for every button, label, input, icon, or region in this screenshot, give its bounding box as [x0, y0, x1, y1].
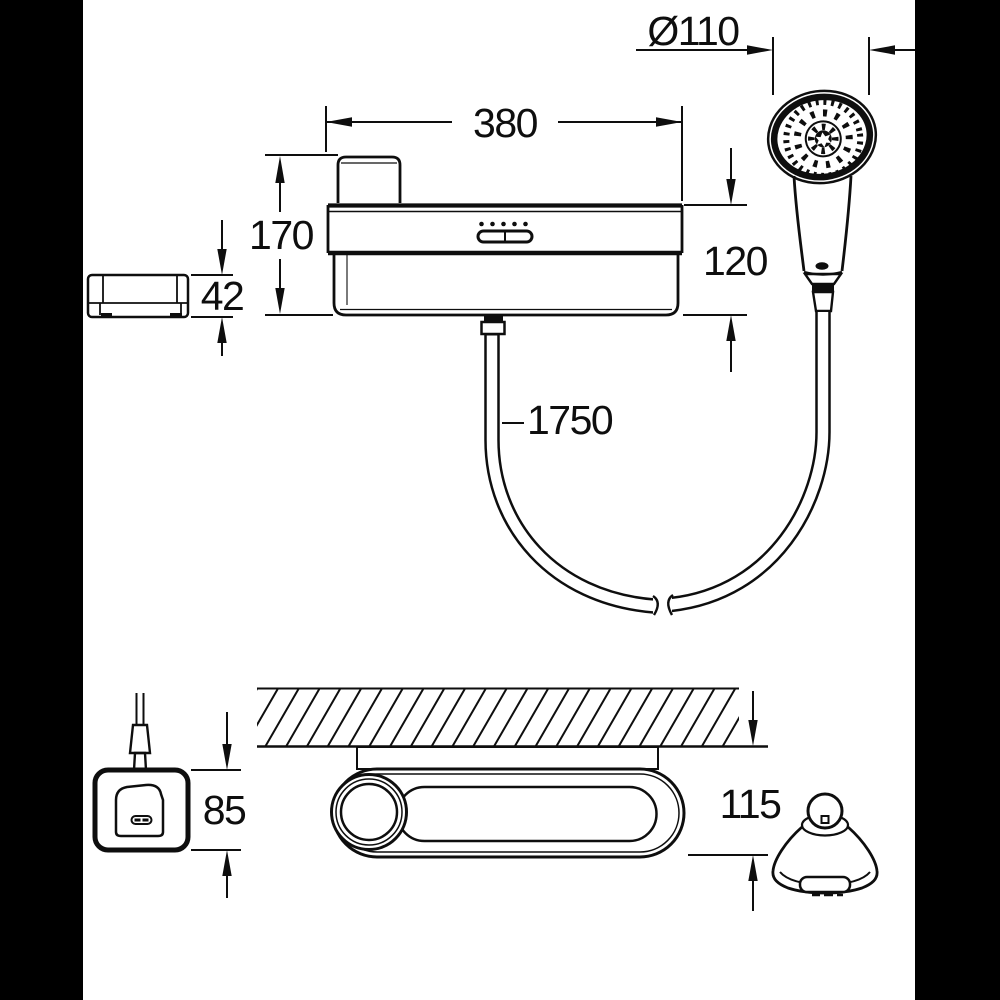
arrowheads — [747, 45, 895, 55]
mode-button — [815, 262, 829, 270]
holder-feet — [101, 313, 182, 318]
head-rim-band — [770, 93, 874, 181]
wall-hatching — [257, 689, 739, 746]
pillarbox-left — [0, 0, 83, 1000]
socket-outline — [114, 783, 165, 838]
hand-shower — [766, 89, 878, 313]
holder-ring — [806, 792, 844, 830]
cable-boot — [128, 723, 152, 755]
mounting-plate — [356, 746, 659, 770]
dim-label-hose-length: 1750 — [527, 397, 614, 443]
pillarbox-right — [915, 0, 1000, 1000]
dimension-42 — [191, 220, 233, 356]
dim-label-head-diameter: Ø110 — [647, 8, 740, 54]
hose-break-gap — [653, 592, 672, 619]
knob-top-outer — [330, 773, 408, 851]
power-supply — [92, 693, 191, 853]
ext-lines — [772, 37, 870, 95]
dimension-115 — [688, 691, 768, 911]
arrowheads — [217, 249, 227, 343]
nozzle-ring-middle — [793, 109, 853, 169]
ext-lines — [191, 274, 233, 318]
dim-label-holder-depth: 42 — [200, 273, 245, 319]
knob-top-inner — [339, 782, 399, 842]
cable-neck — [132, 751, 148, 772]
knob-top-ring — [335, 778, 403, 846]
control-knob — [336, 155, 402, 203]
head-outer-rim — [766, 89, 878, 185]
lower-body — [332, 253, 680, 317]
dimension-110 — [636, 37, 915, 95]
center-star — [815, 132, 832, 148]
hose-fitting-nut — [480, 320, 506, 336]
unit-top-view — [330, 746, 686, 859]
shower-holder — [771, 792, 879, 897]
upper-body-sides — [326, 205, 684, 253]
connector-nut — [811, 290, 835, 313]
dimension-120 — [683, 148, 747, 372]
connector-slot-pill — [130, 815, 153, 825]
dim-label-unit-width: 380 — [452, 103, 558, 144]
ext-lines — [683, 204, 747, 316]
wall-holder-side-view — [86, 273, 190, 319]
connector-slots — [134, 818, 149, 822]
wall-section — [257, 687, 768, 748]
dimension-380 — [325, 106, 683, 201]
dim-label-unit-depth: 115 — [719, 781, 782, 827]
handle-sides — [792, 175, 853, 272]
ext-lines — [265, 154, 338, 316]
dim-label-plug-height: 85 — [202, 787, 247, 833]
holder-slot — [798, 875, 852, 894]
hose-fitting-collar — [484, 316, 503, 322]
face-inner-circle — [804, 120, 842, 158]
dimension-85 — [191, 712, 241, 898]
nozzle-ring-inner — [808, 123, 839, 155]
holder-outline — [86, 273, 190, 319]
dim-label-total-height: 170 — [249, 212, 314, 258]
nozzle-ring-outer — [783, 98, 864, 179]
cable — [135, 693, 145, 725]
main-unit-front-view — [326, 155, 684, 336]
rocker-button — [476, 229, 534, 244]
dim-label-body-height: 120 — [703, 238, 768, 284]
plug-body — [92, 767, 191, 853]
shower-hose — [484, 312, 831, 619]
hose-tube-core — [486, 312, 829, 612]
hose-break-squiggles — [652, 594, 674, 616]
button-dots — [479, 221, 528, 227]
shower-handle — [792, 175, 853, 313]
shower-head-face — [766, 89, 878, 185]
connector-band — [812, 284, 834, 292]
holder-ring-nub — [820, 815, 830, 824]
ext-lines — [191, 769, 241, 851]
dimension-170 — [265, 154, 338, 316]
holder-inner-lines — [88, 275, 188, 315]
